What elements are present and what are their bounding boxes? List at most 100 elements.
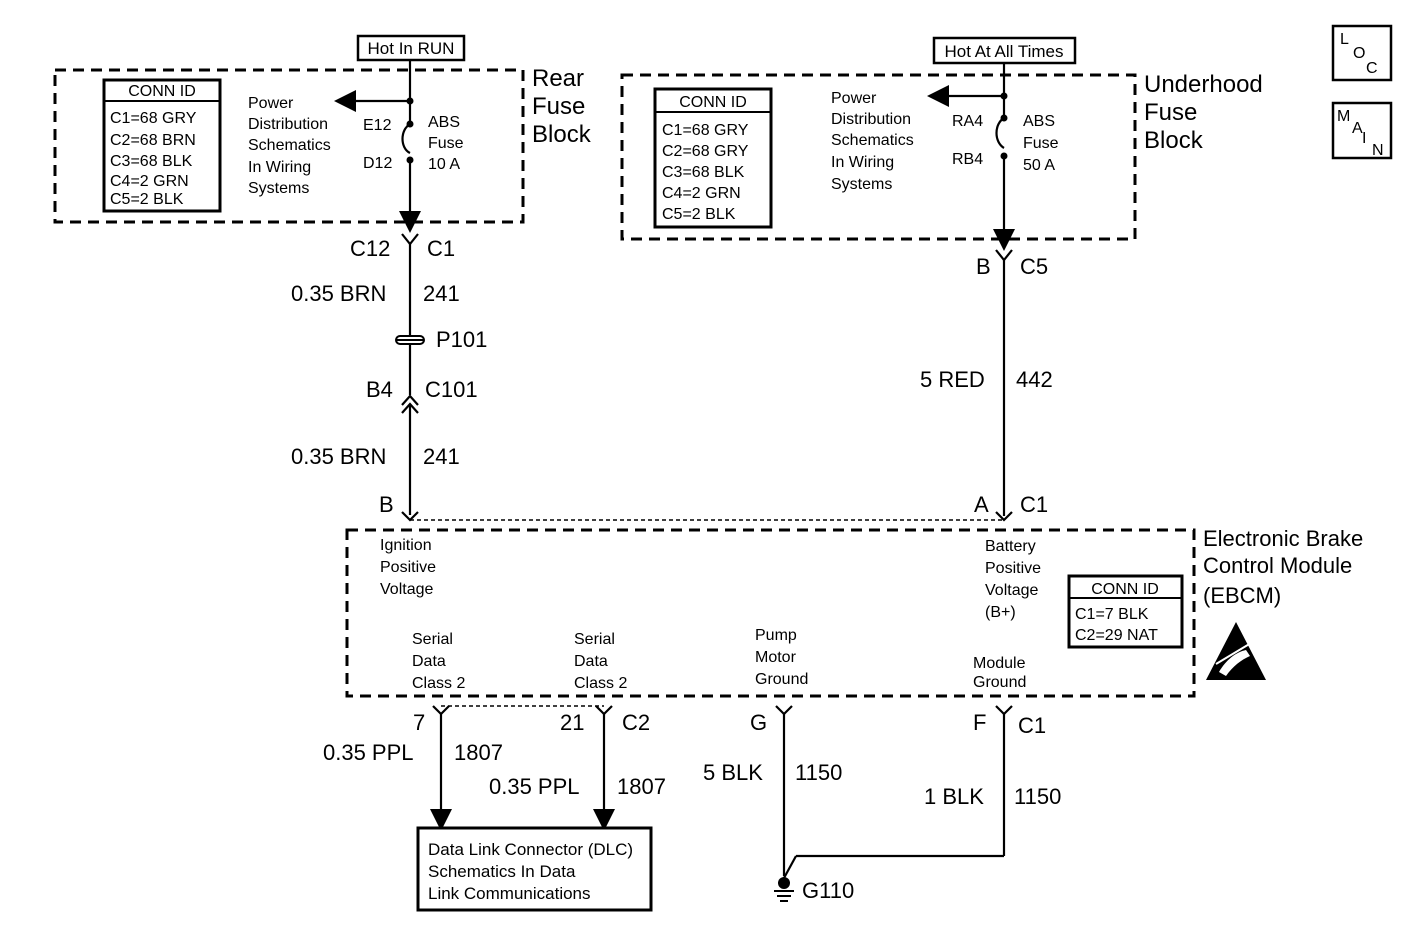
rear-fuse-block-title: Rear Fuse Block bbox=[532, 65, 592, 148]
right-wire-circuit: 442 bbox=[1016, 367, 1053, 392]
svg-text:Power: Power bbox=[831, 90, 877, 107]
svg-text:Link Communications: Link Communications bbox=[428, 884, 591, 903]
svg-text:Block: Block bbox=[1144, 127, 1204, 154]
battery-voltage-label: Battery Positive Voltage (B+) bbox=[985, 538, 1041, 621]
left-wire bbox=[395, 233, 425, 522]
svg-text:Battery: Battery bbox=[985, 538, 1036, 555]
right-wire-gauge: 5 RED bbox=[920, 367, 985, 392]
svg-text:Data: Data bbox=[574, 653, 608, 670]
svg-text:C4=2 GRN: C4=2 GRN bbox=[662, 185, 741, 202]
left-conn-mid-id: C101 bbox=[425, 377, 478, 402]
left-wire1-gauge: 0.35 BRN bbox=[291, 281, 386, 306]
svg-text:C2=29 NAT: C2=29 NAT bbox=[1075, 627, 1158, 644]
bottom-wires bbox=[430, 705, 1013, 902]
svg-text:C1=7 BLK: C1=7 BLK bbox=[1075, 606, 1149, 623]
svg-text:O: O bbox=[1353, 45, 1365, 62]
svg-text:C2=68 GRY: C2=68 GRY bbox=[662, 143, 749, 160]
svg-text:Positive: Positive bbox=[380, 559, 436, 576]
right-conn-top-id: C5 bbox=[1020, 254, 1048, 279]
svg-text:Distribution: Distribution bbox=[248, 116, 328, 133]
svg-text:ABS: ABS bbox=[428, 114, 460, 131]
serial-data-2-label: Serial Data Class 2 bbox=[574, 631, 627, 692]
ebcm-conn-c1-top: C1 bbox=[1020, 492, 1048, 517]
main-button[interactable]: M A I N bbox=[1331, 101, 1393, 160]
underhood-fuse-block-outline bbox=[620, 73, 1137, 241]
ebcm-conn-c1-bottom: C1 bbox=[1018, 713, 1046, 738]
module-ground-label: Module Ground bbox=[973, 655, 1026, 691]
svg-text:Positive: Positive bbox=[985, 560, 1041, 577]
svg-text:Underhood: Underhood bbox=[1144, 71, 1263, 98]
dlc-reference-box[interactable]: Data Link Connector (DLC) Schematics In … bbox=[416, 826, 653, 912]
left-wire2-gauge: 0.35 BRN bbox=[291, 444, 386, 469]
wire-1150-module-circuit: 1150 bbox=[1014, 784, 1061, 809]
ebcm-conn-c2: C2 bbox=[622, 710, 650, 735]
svg-text:Control Module: Control Module bbox=[1203, 553, 1352, 578]
rear-abs-fuse-label: ABS Fuse 10 A bbox=[428, 114, 464, 173]
ebcm-pin-7: 7 bbox=[413, 710, 425, 735]
svg-text:Fuse: Fuse bbox=[1023, 135, 1059, 152]
svg-text:Fuse: Fuse bbox=[532, 93, 585, 120]
svg-text:Hot At All Times: Hot At All Times bbox=[944, 42, 1063, 61]
svg-text:C4=2 GRN: C4=2 GRN bbox=[110, 173, 189, 190]
wire-1150-pump-circuit: 1150 bbox=[795, 760, 842, 785]
ground-g110-label: G110 bbox=[802, 878, 854, 903]
underhood-fuse-block-title: Underhood Fuse Block bbox=[1144, 71, 1263, 154]
svg-text:(B+): (B+) bbox=[985, 604, 1016, 621]
svg-text:In Wiring: In Wiring bbox=[831, 154, 894, 171]
svg-text:Data: Data bbox=[412, 653, 446, 670]
svg-text:Systems: Systems bbox=[248, 180, 309, 197]
svg-text:Distribution: Distribution bbox=[831, 111, 911, 128]
svg-text:Ground: Ground bbox=[973, 674, 1026, 691]
svg-text:In Wiring: In Wiring bbox=[248, 159, 311, 176]
svg-text:Power: Power bbox=[248, 95, 294, 112]
svg-text:CONN ID: CONN ID bbox=[1091, 581, 1159, 598]
svg-text:Schematics: Schematics bbox=[248, 137, 331, 154]
svg-text:Ignition: Ignition bbox=[380, 537, 432, 554]
wire-1807-b-gauge: 0.35 PPL bbox=[489, 774, 580, 799]
serial-data-1-label: Serial Data Class 2 bbox=[412, 631, 465, 692]
underhood-fuse-pin-top: RA4 bbox=[952, 113, 983, 130]
svg-text:I: I bbox=[1362, 130, 1366, 147]
rear-fuse-pin-bottom: D12 bbox=[363, 155, 392, 172]
svg-text:Fuse: Fuse bbox=[1144, 99, 1197, 126]
rear-fuse-block-outline bbox=[53, 68, 525, 224]
svg-text:C3=68 BLK: C3=68 BLK bbox=[110, 153, 193, 170]
rear-conn-id-table: CONN ID C1=68 GRY C2=68 BRN C3=68 BLK C4… bbox=[102, 78, 222, 213]
right-wire bbox=[995, 249, 1013, 522]
underhood-power-distribution-note: Power Distribution Schematics In Wiring … bbox=[831, 90, 914, 193]
svg-text:L: L bbox=[1340, 31, 1349, 48]
svg-text:Data Link Connector (DLC): Data Link Connector (DLC) bbox=[428, 840, 633, 859]
svg-text:Rear: Rear bbox=[532, 65, 584, 92]
svg-text:Class 2: Class 2 bbox=[412, 675, 465, 692]
svg-text:C3=68 BLK: C3=68 BLK bbox=[662, 164, 745, 181]
svg-text:Serial: Serial bbox=[412, 631, 453, 648]
wire-1807-a-circuit: 1807 bbox=[454, 740, 503, 765]
svg-text:N: N bbox=[1372, 142, 1384, 159]
ebcm-pin-b: B bbox=[379, 492, 394, 517]
svg-text:CONN ID: CONN ID bbox=[128, 83, 196, 100]
svg-text:C1=68 GRY: C1=68 GRY bbox=[662, 122, 749, 139]
svg-text:C5=2 BLK: C5=2 BLK bbox=[110, 191, 184, 208]
left-conn-top-pin: C12 bbox=[350, 236, 390, 261]
svg-text:Fuse: Fuse bbox=[428, 135, 464, 152]
underhood-abs-fuse-label: ABS Fuse 50 A bbox=[1023, 113, 1059, 174]
underhood-fuse-pin-bottom: RB4 bbox=[952, 151, 983, 168]
svg-text:C: C bbox=[1366, 60, 1378, 77]
left-wire2-circuit: 241 bbox=[423, 444, 460, 469]
rear-fuse-wiring bbox=[334, 61, 421, 233]
svg-text:Class 2: Class 2 bbox=[574, 675, 627, 692]
hot-at-all-times-label: Hot At All Times bbox=[932, 36, 1077, 65]
svg-text:Voltage: Voltage bbox=[380, 581, 433, 598]
ebcm-conn-id-table: CONN ID C1=7 BLK C2=29 NAT bbox=[1067, 574, 1184, 649]
wire-1150-pump-gauge: 5 BLK bbox=[703, 760, 763, 785]
svg-text:Pump: Pump bbox=[755, 627, 797, 644]
loc-button[interactable]: L O C bbox=[1331, 24, 1393, 82]
right-conn-top-pin: B bbox=[976, 254, 991, 279]
esd-warning-icon bbox=[1206, 622, 1266, 680]
svg-text:(EBCM): (EBCM) bbox=[1203, 583, 1281, 608]
svg-text:Electronic Brake: Electronic Brake bbox=[1203, 526, 1363, 551]
svg-text:Systems: Systems bbox=[831, 176, 892, 193]
svg-text:Hot In RUN: Hot In RUN bbox=[368, 39, 455, 58]
